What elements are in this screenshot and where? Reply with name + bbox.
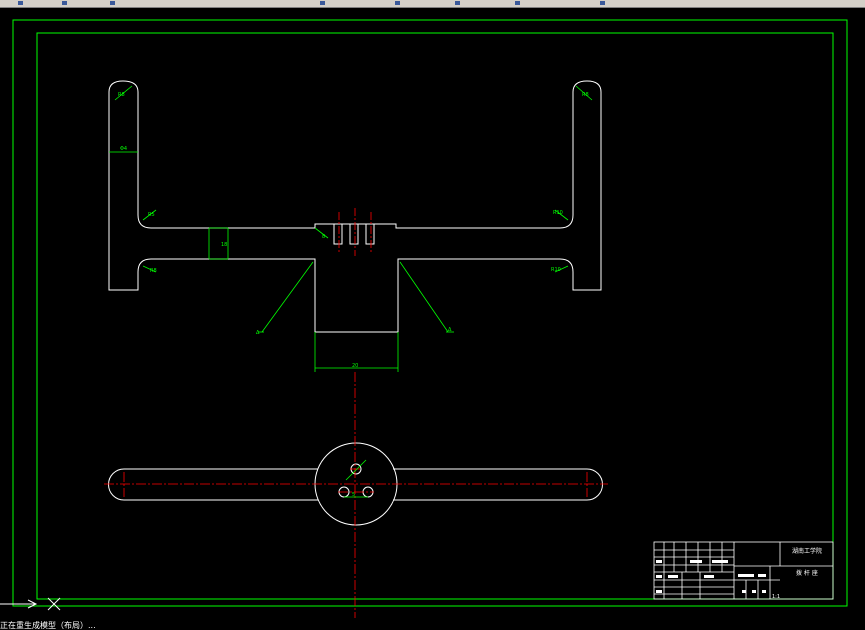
toolbar-button-2[interactable] [62, 1, 67, 5]
toolbar-button-5[interactable] [395, 1, 400, 5]
dim-inner-bottom-left: R8 [150, 268, 157, 274]
toolbar-strip [0, 0, 865, 8]
dim-hole: 5 [352, 492, 355, 498]
cad-drawing-area[interactable]: R8 R8 Φ4 R5 R8 R10 R10 18 Δ Δ 8 20 5 [0, 7, 865, 621]
toolbar-button-6[interactable] [455, 1, 460, 5]
toolbar-button-1[interactable] [18, 1, 23, 5]
slot-1 [333, 223, 343, 245]
front-centerlines [338, 208, 372, 256]
ucs-icon [0, 597, 61, 611]
dim-hub-left: 8 [322, 234, 325, 240]
top-view-arms [108, 468, 603, 501]
dim-bar-height: 18 [221, 242, 227, 248]
slot-3 [365, 223, 375, 245]
title-block-fills [656, 560, 766, 593]
toolbar-button-3[interactable] [110, 1, 115, 5]
top-dimensions [344, 459, 368, 498]
front-view [108, 80, 602, 333]
title-block-scale: 1:1 [772, 594, 780, 600]
top-centerlines [104, 372, 608, 618]
toolbar-button-8[interactable] [600, 1, 605, 5]
front-dimension-texts: R8 R8 Φ4 R5 R8 R10 R10 18 Δ Δ 8 20 [118, 92, 589, 369]
front-dimensions [109, 85, 593, 372]
dim-leader-right: Δ [448, 327, 452, 333]
dim-inner-top-left: R5 [148, 212, 155, 218]
outer-border [12, 19, 848, 607]
command-line[interactable]: 正在重生成模型（布局）... [0, 621, 96, 630]
title-block [653, 541, 834, 600]
dim-top-right-radius: R8 [582, 92, 589, 98]
toolbar-button-7[interactable] [515, 1, 520, 5]
dim-inner-top-right: R10 [553, 210, 563, 216]
dim-top-left-radius: R8 [118, 92, 125, 98]
dim-hub-width: 20 [352, 363, 358, 369]
front-view-outline [108, 80, 602, 333]
title-block-school: 湖南工学院 [792, 547, 822, 555]
title-block-drawing-name: 拨 杆 座 [796, 569, 818, 577]
inner-border [36, 32, 834, 600]
slot-2 [349, 223, 359, 245]
dim-leader-left: Δ [256, 330, 260, 336]
toolbar-button-4[interactable] [320, 1, 325, 5]
dim-inner-bottom-right: R10 [551, 267, 561, 273]
dim-arm-width: Φ4 [120, 146, 127, 152]
